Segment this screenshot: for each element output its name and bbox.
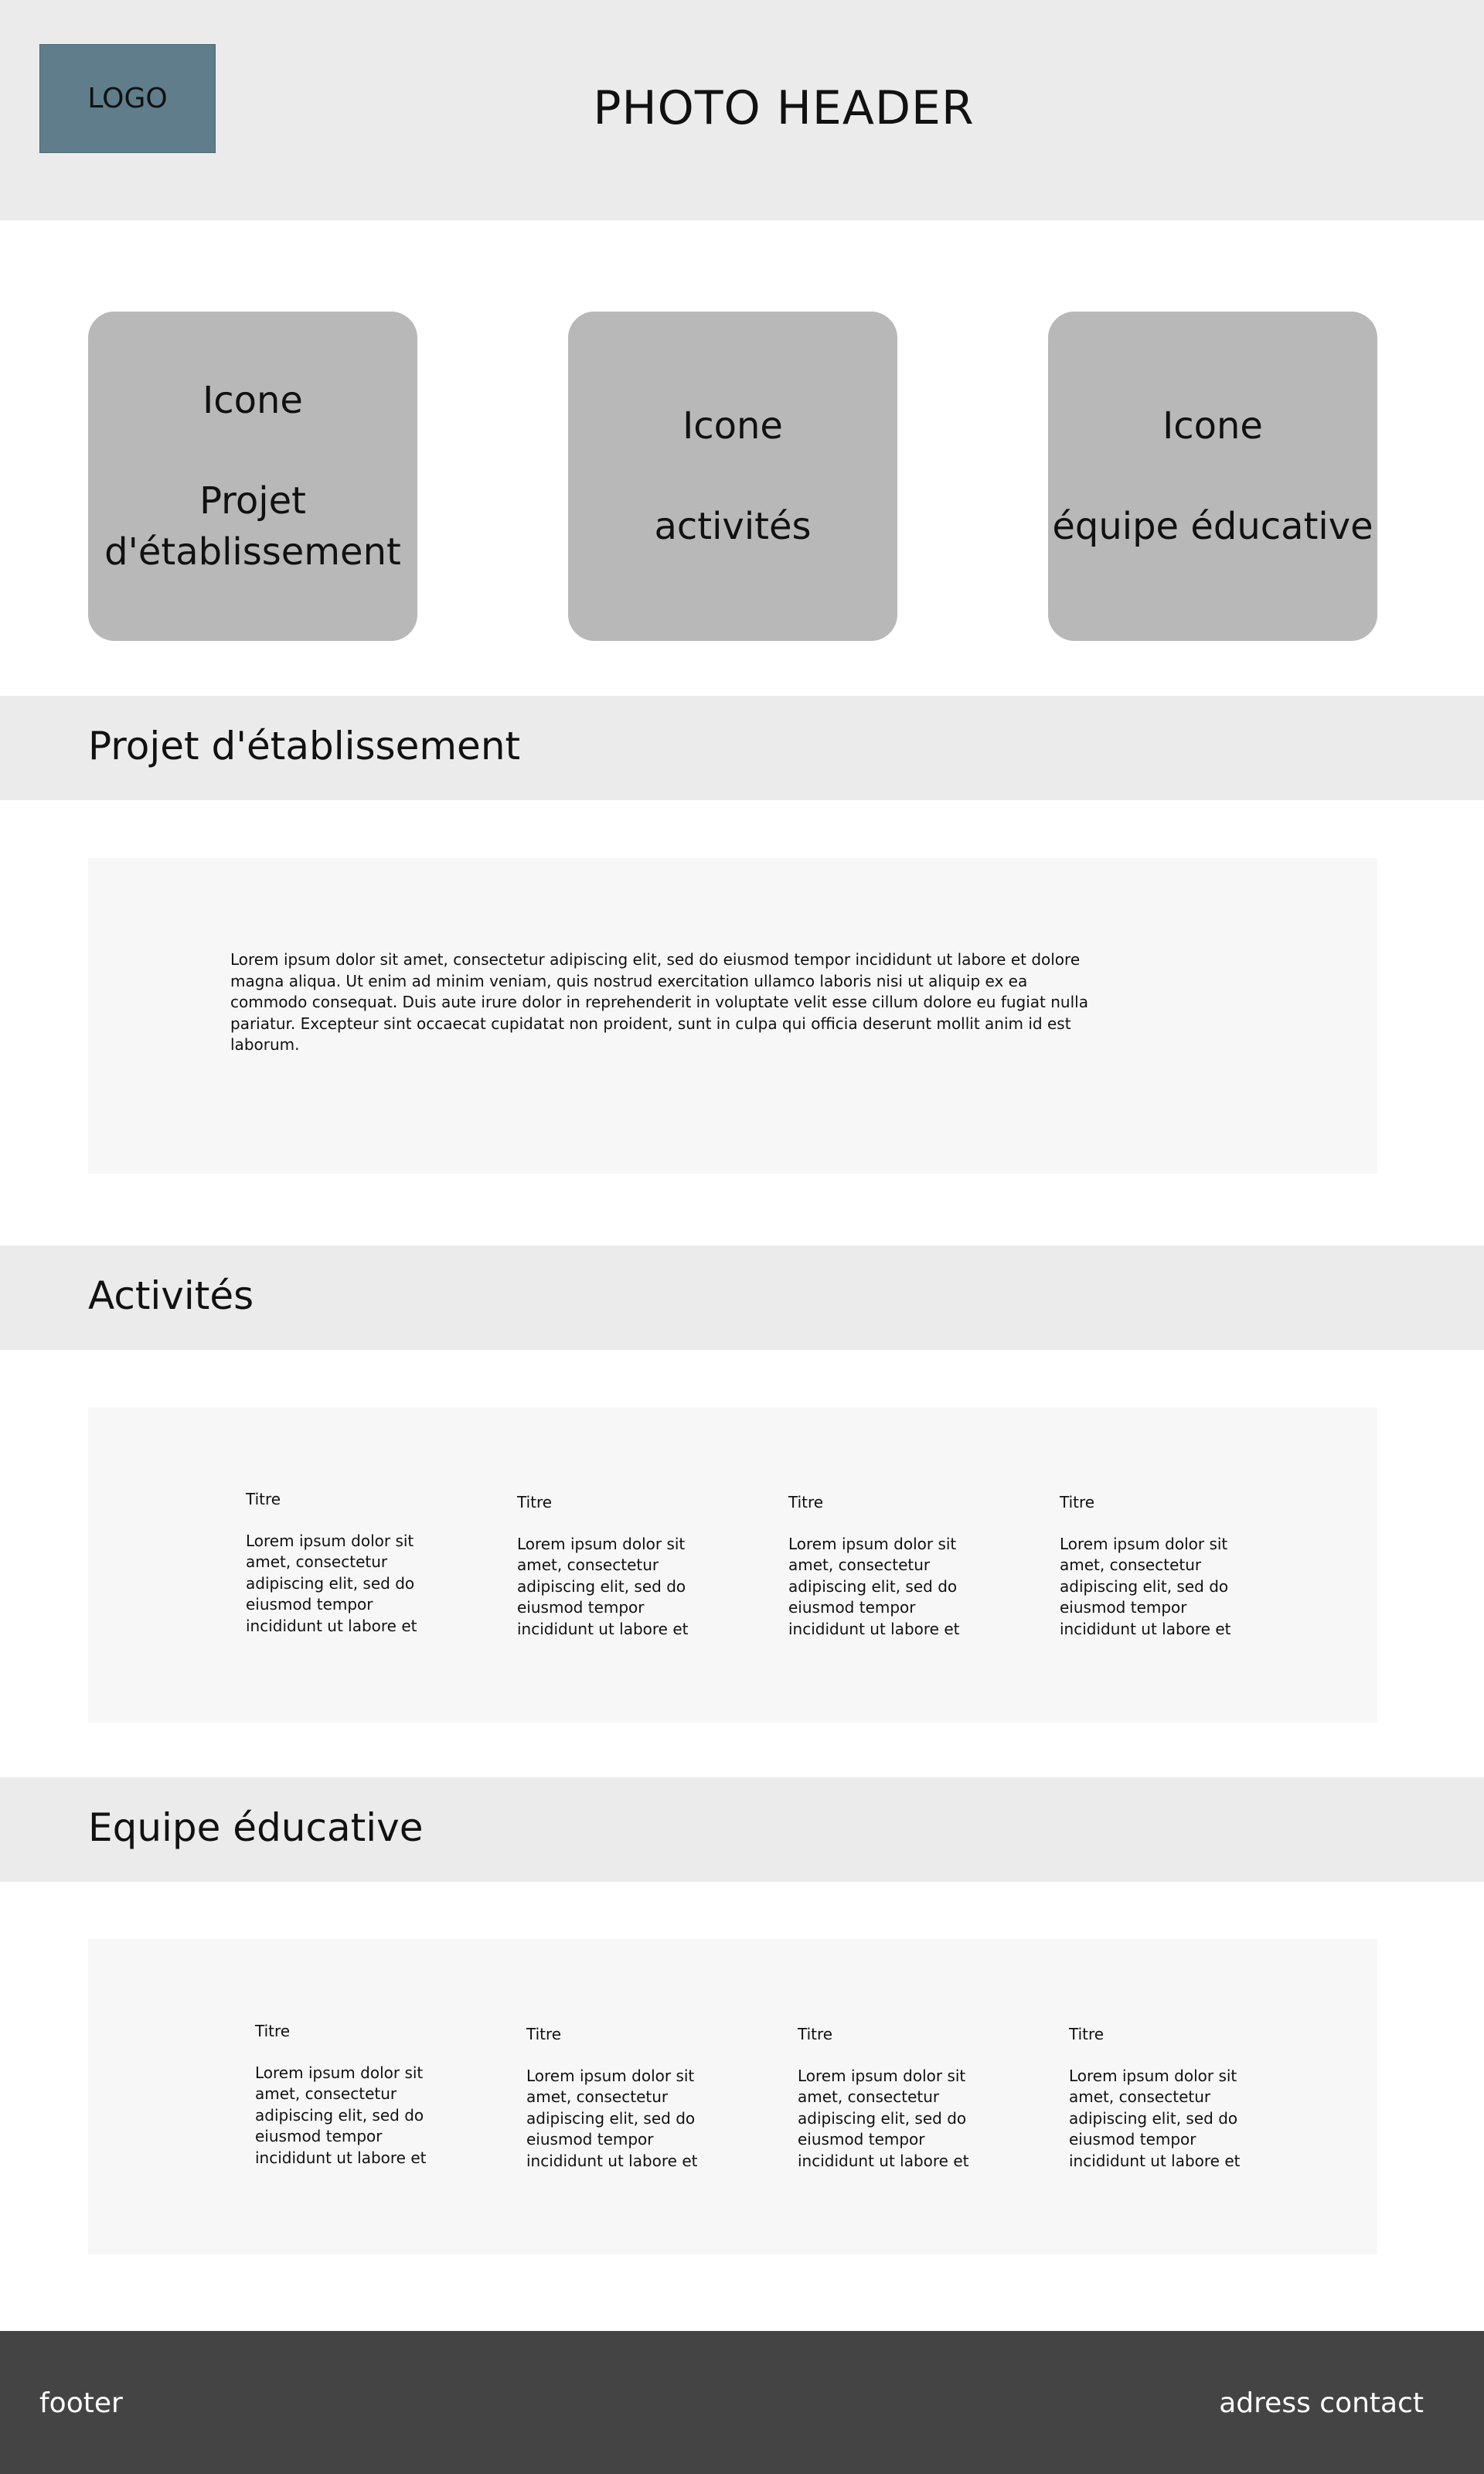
card-icon-label: Icone [1162,404,1263,448]
section-header-projet: Projet d'établissement [0,696,1484,800]
card-icon-label: Icone [682,404,783,448]
footer: footer adress contact [0,2331,1484,2474]
section-title: Equipe éducative [88,1805,424,1850]
photo-header: LOGO PHOTO HEADER [0,0,1484,220]
card-icon-label: Icone [203,379,303,422]
activite-item: Titre Lorem ipsum dolor sit amet, consec… [246,1489,439,1637]
projet-paragraph: Lorem ipsum dolor sit amet, consectetur … [230,950,1088,1054]
activite-item-text: Lorem ipsum dolor sit amet, consectetur … [246,1531,417,1635]
equipe-item-text: Lorem ipsum dolor sit amet, consectetur … [255,2063,427,2167]
logo-text: LOGO [87,83,168,114]
equipe-item-text: Lorem ipsum dolor sit amet, consectetur … [526,2066,698,2170]
card-projet-etablissement[interactable]: Icone Projet d'établissement [88,312,417,641]
card-label-line: équipe éducative [1052,505,1373,548]
activite-item-title: Titre [517,1493,553,1511]
activite-item: Titre Lorem ipsum dolor sit amet, consec… [788,1492,982,1640]
activite-item-title: Titre [788,1493,824,1511]
activite-item: Titre Lorem ipsum dolor sit amet, consec… [1060,1492,1253,1640]
card-label-line: d'établissement [104,530,401,574]
footer-contact-link[interactable]: adress contact [1219,2387,1424,2419]
section-title: Projet d'établissement [88,724,521,768]
activite-item-text: Lorem ipsum dolor sit amet, consectetur … [517,1534,689,1638]
logo[interactable]: LOGO [39,44,216,153]
section-header-equipe: Equipe éducative [0,1777,1484,1882]
equipe-item-title: Titre [798,2025,833,2043]
equipe-item-title: Titre [255,2022,291,2040]
section-title: Activités [88,1273,254,1318]
activites-content-panel: Titre Lorem ipsum dolor sit amet, consec… [88,1407,1377,1723]
section-header-activites: Activités [0,1246,1484,1350]
equipe-item: Titre Lorem ipsum dolor sit amet, consec… [526,2024,720,2172]
activite-item-title: Titre [246,1490,281,1508]
header-title: PHOTO HEADER [593,81,975,135]
equipe-item-text: Lorem ipsum dolor sit amet, consectetur … [1069,2066,1241,2170]
card-label-line: activités [654,505,812,548]
equipe-item-title: Titre [526,2025,562,2043]
footer-text: footer [39,2387,123,2419]
equipe-item: Titre Lorem ipsum dolor sit amet, consec… [255,2021,448,2169]
activite-item-text: Lorem ipsum dolor sit amet, consectetur … [788,1534,960,1638]
card-equipe-educative[interactable]: Icone équipe éducative [1048,312,1377,641]
card-label-line: Projet [199,479,306,523]
equipe-item-text: Lorem ipsum dolor sit amet, consectetur … [798,2066,969,2170]
equipe-item-title: Titre [1069,2025,1104,2043]
projet-content-panel: Lorem ipsum dolor sit amet, consectetur … [88,858,1377,1174]
activite-item-title: Titre [1060,1493,1095,1511]
activite-item-text: Lorem ipsum dolor sit amet, consectetur … [1060,1534,1231,1638]
card-activites[interactable]: Icone activités [568,312,897,641]
equipe-item: Titre Lorem ipsum dolor sit amet, consec… [798,2024,991,2172]
activite-item: Titre Lorem ipsum dolor sit amet, consec… [517,1492,710,1640]
equipe-content-panel: Titre Lorem ipsum dolor sit amet, consec… [88,1939,1377,2254]
equipe-item: Titre Lorem ipsum dolor sit amet, consec… [1069,2024,1262,2172]
